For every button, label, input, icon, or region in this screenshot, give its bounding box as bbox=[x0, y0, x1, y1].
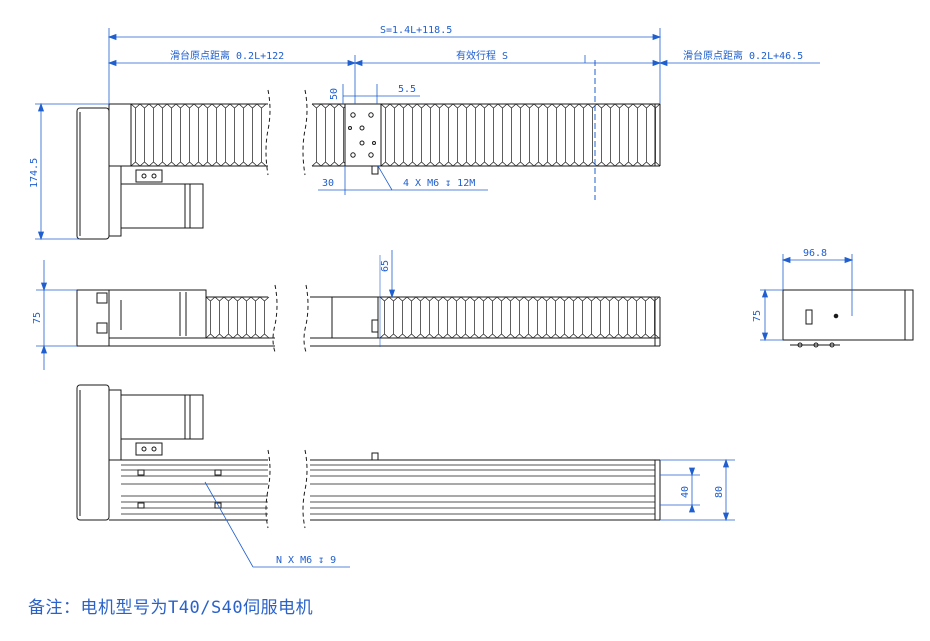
bottom-dimensions bbox=[204, 458, 735, 568]
dim-height-75-side: 75 bbox=[32, 312, 43, 324]
dim-slot-50: 50 bbox=[329, 88, 340, 100]
dim-holes-top: 4 X M6 ↧ 12M bbox=[403, 178, 475, 189]
dim-width-30: 30 bbox=[322, 178, 334, 189]
dim-h80: 80 bbox=[714, 486, 725, 498]
dim-offset-5-5: 5.5 bbox=[398, 84, 416, 95]
end-view bbox=[782, 289, 914, 348]
side-dimensions bbox=[36, 250, 396, 370]
dim-h40: 40 bbox=[680, 486, 691, 498]
top-view bbox=[76, 60, 661, 240]
dim-origin-left: 滑台原点距离 0.2L+122 bbox=[170, 49, 284, 62]
dim-end-width: 96.8 bbox=[803, 248, 827, 259]
dim-total-length: S=1.4L+118.5 bbox=[380, 25, 452, 36]
bellows-top-left bbox=[130, 103, 267, 167]
dim-stroke: 有效行程 S bbox=[456, 49, 508, 62]
rail-grooves bbox=[121, 464, 655, 515]
dim-height-174-5: 174.5 bbox=[29, 158, 40, 188]
top-dimensions bbox=[35, 28, 820, 241]
footnote-motor-model: 备注：电机型号为T40/S40伺服电机 bbox=[28, 598, 314, 618]
bellows-side-left bbox=[205, 296, 270, 339]
bellows-top-right bbox=[380, 103, 661, 167]
dim-origin-right: 滑台原点距离 0.2L+46.5 bbox=[683, 49, 803, 62]
end-dimensions bbox=[760, 254, 854, 342]
dim-end-height: 75 bbox=[752, 310, 763, 322]
dim-holes-bottom: N X M6 ↧ 9 bbox=[276, 555, 336, 566]
side-view bbox=[76, 255, 661, 353]
bellows-side-right bbox=[379, 296, 660, 339]
bottom-view bbox=[76, 384, 661, 529]
dim-height-65: 65 bbox=[380, 260, 391, 272]
bellows-top-middle bbox=[311, 103, 349, 167]
